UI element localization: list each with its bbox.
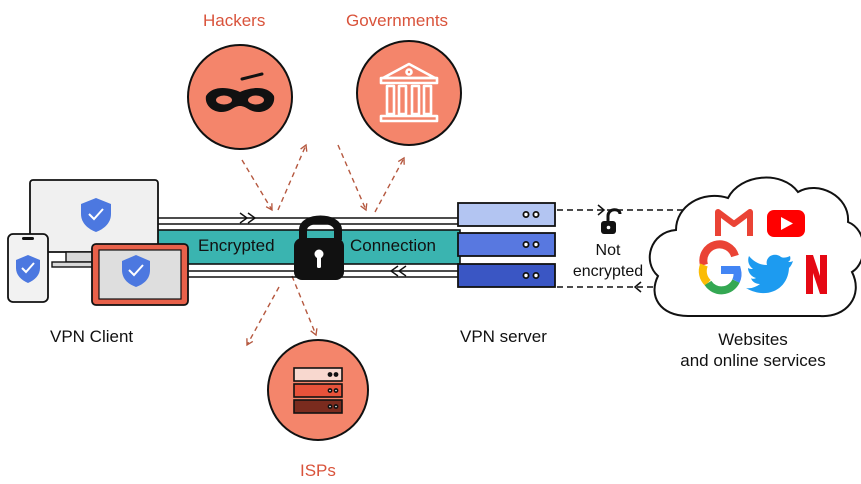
server-unit-2 — [457, 232, 556, 257]
server-unit-3 — [457, 263, 556, 288]
label-isps: ISPs — [300, 461, 336, 480]
tunnel-label-connection: Connection — [350, 236, 437, 255]
label-not: Not — [595, 242, 621, 259]
padlock-icon — [294, 215, 344, 280]
bank-icon — [379, 62, 439, 123]
label-websites: Websites — [718, 330, 788, 349]
shield-check-icon — [81, 198, 111, 232]
twitter-icon — [746, 254, 793, 294]
hackers-circle — [187, 44, 293, 150]
label-hackers: Hackers — [203, 11, 266, 30]
netflix-icon — [806, 255, 827, 294]
vpn-server — [457, 202, 556, 288]
mask-icon — [205, 72, 275, 113]
gmail-icon — [715, 209, 753, 236]
youtube-icon — [767, 210, 805, 237]
shield-check-icon — [16, 255, 40, 283]
label-vpn-server: VPN server — [460, 327, 547, 346]
unlocked-padlock-icon — [601, 208, 622, 234]
isps-circle — [267, 339, 369, 441]
label-governments: Governments — [346, 11, 449, 30]
threat-arrows — [241, 143, 405, 347]
server-stack-icon — [293, 367, 343, 414]
vpn-client-devices — [7, 179, 189, 306]
google-icon — [698, 240, 742, 295]
server-unit-1 — [457, 202, 556, 227]
governments-circle — [356, 40, 462, 146]
cloud-icon — [648, 176, 861, 318]
tunnel-label-encrypted: Encrypted — [198, 236, 275, 255]
shield-check-icon — [122, 255, 150, 287]
label-online-services: and online services — [680, 351, 826, 370]
label-vpn-client: VPN Client — [50, 327, 134, 346]
label-encrypted-link: encrypted — [572, 263, 644, 280]
